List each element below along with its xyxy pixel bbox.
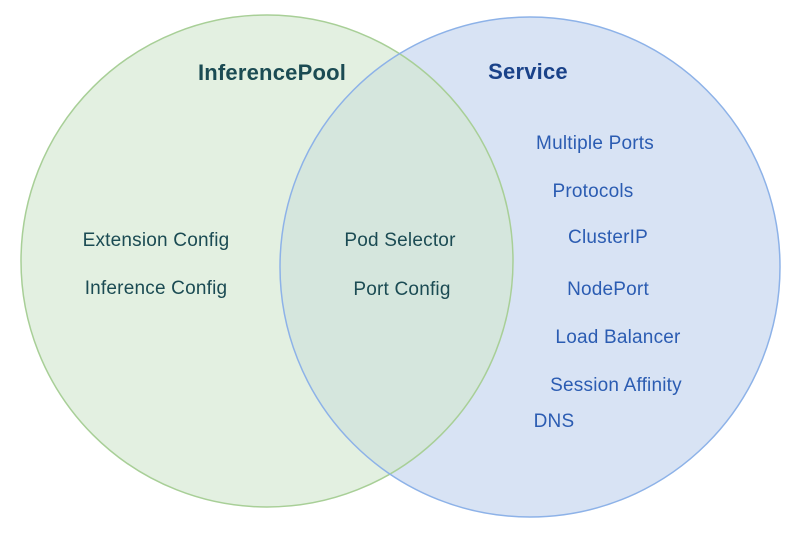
right-item-clusterip: ClusterIP [568, 227, 648, 248]
intersection-lens [280, 17, 513, 507]
right-item-session-affinity: Session Affinity [550, 375, 682, 396]
inferencepool-title: InferencePool [197, 60, 347, 85]
right-item-multiple-ports: Multiple Ports [536, 133, 654, 154]
left-item-inference-config: Inference Config [84, 278, 228, 299]
inferencepool-circle-outline [20, 14, 514, 508]
intersection-item-pod-selector: Pod Selector [344, 230, 456, 251]
service-circle-outline [279, 16, 781, 518]
left-item-extension-config: Extension Config [82, 230, 230, 251]
right-item-protocols: Protocols [552, 181, 634, 202]
intersection-item-port-config: Port Config [353, 279, 451, 300]
service-title: Service [488, 59, 568, 84]
right-item-nodeport: NodePort [567, 279, 649, 300]
right-item-dns: DNS [533, 411, 575, 432]
right-item-load-balancer: Load Balancer [555, 327, 681, 348]
